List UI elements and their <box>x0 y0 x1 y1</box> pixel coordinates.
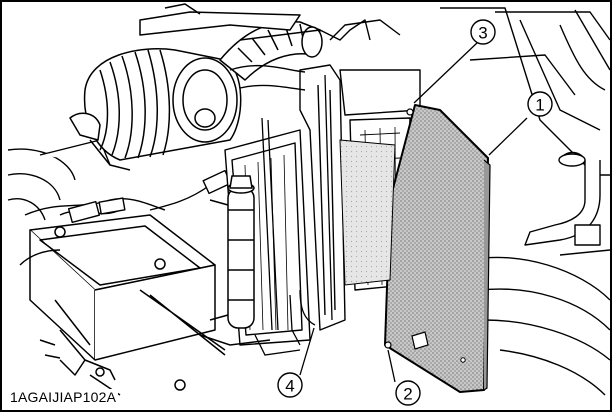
background-machinery <box>7 7 611 396</box>
dust-cover <box>384 104 491 393</box>
wiring-harness <box>19 169 232 266</box>
condenser-screen <box>339 139 396 286</box>
battery <box>29 214 226 396</box>
callout-4: 4 <box>277 372 303 398</box>
figure-caption: 1AGAIJIAP102A <box>8 389 119 405</box>
refrigerant-lines <box>254 74 333 356</box>
svg-text:2: 2 <box>403 385 412 404</box>
svg-text:1: 1 <box>535 96 544 115</box>
callout-2: 2 <box>395 380 421 406</box>
air-cleaner <box>69 3 323 171</box>
callout-leaders <box>299 41 528 383</box>
callout-1: 1 <box>527 91 553 117</box>
svg-text:3: 3 <box>478 24 487 43</box>
callout-3: 3 <box>470 19 496 45</box>
svg-text:4: 4 <box>285 377 294 396</box>
receiver-dryer <box>199 175 271 346</box>
